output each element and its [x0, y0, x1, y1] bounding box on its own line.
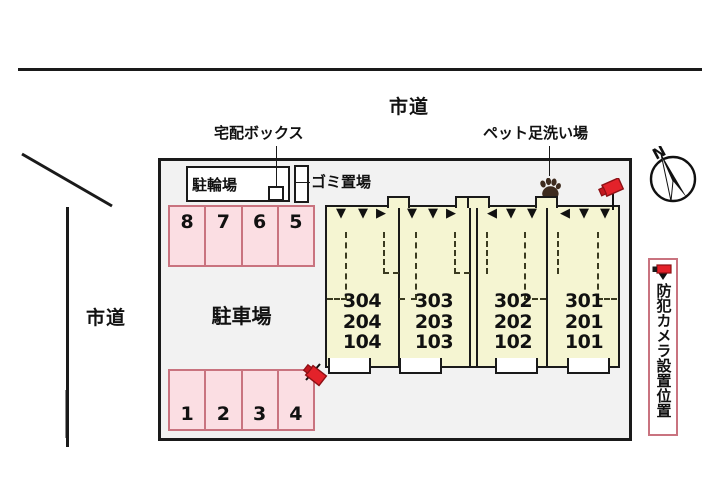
paw-print-icon	[540, 178, 561, 200]
delivery-box-leader-line	[276, 146, 277, 188]
balcony	[387, 196, 410, 208]
direction-arrow-down-icon: ▼	[579, 206, 589, 221]
road-label-top: 市道	[389, 96, 430, 118]
trash-area-leader-line	[296, 182, 310, 183]
parking-row-top: 8 7 6 5	[168, 205, 315, 267]
entry-stoop	[328, 358, 371, 374]
interior-partition	[383, 232, 385, 274]
unit-column: 301 201 101	[549, 205, 619, 368]
site-boundary-diagonal-top	[21, 152, 113, 208]
building-wall-divider	[398, 205, 400, 368]
entry-stoop	[495, 358, 538, 374]
direction-arrow-left-icon: ◀	[487, 206, 497, 221]
bike-parking-label: 駐輪場	[192, 175, 238, 194]
interior-partition	[383, 272, 399, 274]
interior-partition	[597, 298, 617, 300]
pet-wash-callout: ペット足洗い場	[483, 124, 589, 142]
unit-column: 304 204 104	[327, 205, 397, 368]
security-camera-icon	[302, 363, 328, 387]
pet-wash-leader-line	[549, 146, 550, 176]
balcony	[535, 196, 558, 208]
unit-number: 202	[493, 310, 533, 333]
entry-stoop	[399, 358, 442, 374]
unit-number: 101	[564, 331, 604, 354]
unit-number: 204	[342, 310, 382, 333]
parking-stall-number: 5	[289, 211, 303, 233]
building-wall-divider	[546, 205, 548, 368]
parking-stall: 6	[243, 207, 279, 265]
security-camera-icon	[598, 178, 625, 210]
trash-area-box	[294, 165, 309, 203]
trash-area-callout: ゴミ置場	[311, 173, 372, 191]
direction-arrow-right-icon: ▶	[376, 206, 386, 221]
unit-number: 104	[342, 331, 382, 354]
security-camera-legend-label: 防犯カメラ設置位置	[654, 283, 673, 418]
unit-number: 201	[564, 310, 604, 333]
road-edge-top	[18, 68, 702, 71]
direction-arrow-down-icon: ▼	[336, 206, 346, 221]
parking-stall: 7	[206, 207, 243, 265]
parking-row-bottom: 1 2 3 4	[168, 369, 315, 431]
unit-column: 303 203 103	[399, 205, 469, 368]
unit-column: 302 202 102	[478, 205, 548, 368]
direction-arrow-down-icon: ▼	[358, 206, 368, 221]
parking-stall: 8	[170, 207, 207, 265]
parking-stall-number: 6	[253, 211, 267, 233]
direction-arrow-down-icon: ▼	[428, 206, 438, 221]
parking-stall: 5	[279, 207, 313, 265]
parking-stall: 2	[206, 371, 243, 429]
parking-stall: 4	[279, 371, 313, 429]
interior-partition	[486, 232, 488, 274]
parking-area-label: 駐車場	[211, 304, 272, 328]
unit-number: 301	[564, 290, 604, 312]
building-wall-divider	[469, 205, 471, 368]
direction-arrow-down-icon: ▼	[600, 206, 610, 221]
unit-number: 102	[493, 331, 533, 354]
interior-partition	[345, 232, 347, 300]
entry-stoop	[567, 358, 610, 374]
interior-partition	[597, 232, 599, 300]
unit-number: 203	[414, 310, 454, 333]
interior-partition	[454, 232, 456, 274]
unit-number: 103	[414, 331, 454, 354]
parking-stall-number: 4	[289, 403, 303, 425]
interior-partition	[524, 232, 526, 300]
road-label-left: 市道	[86, 307, 127, 329]
interior-partition	[454, 272, 470, 274]
security-camera-legend: 防犯カメラ設置位置	[648, 258, 678, 436]
site-boundary-diagonal-bottom	[65, 390, 69, 438]
direction-arrow-down-icon: ▼	[527, 206, 537, 221]
parking-stall-number: 3	[253, 403, 267, 425]
unit-number: 302	[493, 290, 533, 312]
delivery-box-callout: 宅配ボックス	[214, 124, 304, 142]
parking-stall-number: 2	[216, 403, 230, 425]
parking-stall-number: 1	[180, 403, 194, 425]
site-boundary-left	[66, 207, 69, 447]
compass-rose-north-icon: N	[649, 146, 697, 203]
direction-arrow-down-icon: ▼	[407, 206, 417, 221]
interior-partition	[524, 298, 546, 300]
parking-stall: 1	[170, 371, 207, 429]
delivery-box	[268, 186, 284, 201]
interior-partition	[399, 298, 417, 300]
parking-stall-number: 8	[180, 211, 194, 233]
interior-partition	[557, 232, 559, 274]
unit-number: 304	[342, 290, 382, 312]
unit-number: 303	[414, 290, 454, 312]
direction-arrow-right-icon: ▶	[446, 206, 456, 221]
interior-partition	[327, 298, 347, 300]
direction-arrow-left-icon: ◀	[560, 206, 570, 221]
building-wall-divider	[476, 205, 478, 368]
security-camera-icon	[652, 264, 672, 280]
parking-stall-number: 7	[216, 211, 230, 233]
balcony	[467, 196, 490, 208]
interior-partition	[415, 232, 417, 300]
parking-stall: 3	[243, 371, 279, 429]
direction-arrow-down-icon: ▼	[506, 206, 516, 221]
